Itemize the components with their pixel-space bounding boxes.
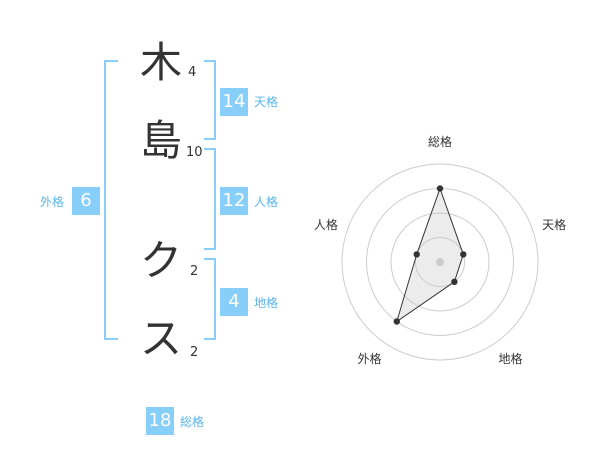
radar-axis-label-4: 外格 — [357, 351, 381, 366]
name-char-2: 島 — [140, 116, 183, 165]
chikaku-bracket — [204, 258, 216, 340]
soukaku-label: 総格 — [180, 415, 205, 429]
stroke-count-2: 10 — [186, 145, 203, 160]
radar-axis-label-3: 地格 — [498, 351, 522, 366]
radar-axis-label-1: 総格 — [428, 134, 452, 149]
radar-point-4 — [393, 318, 400, 325]
name-char-4: ス — [140, 314, 183, 363]
chikaku-label: 地格 — [254, 296, 279, 310]
name-char-3: ク — [140, 236, 183, 285]
stroke-count-3: 2 — [190, 264, 199, 279]
radar-point-3 — [451, 278, 458, 285]
tenkaku-bracket — [204, 60, 216, 140]
gaikaku-label: 外格 — [40, 195, 65, 209]
tenkaku-label: 天格 — [254, 95, 279, 109]
radar-axis-label-5: 人格 — [314, 217, 338, 232]
radar-point-2 — [460, 251, 467, 258]
stroke-count-1: 4 — [188, 65, 197, 80]
gaikaku-bracket — [104, 60, 118, 340]
radar-center-dot — [436, 258, 444, 266]
radar-grid-ring — [341, 163, 539, 361]
jinkaku-value: 12 — [220, 187, 248, 215]
stroke-count-4: 2 — [190, 345, 199, 360]
tenkaku-value: 14 — [220, 88, 248, 116]
radar-series-area — [395, 187, 464, 323]
soukaku-value: 18 — [146, 407, 174, 435]
radar-point-1 — [436, 185, 444, 192]
jinkaku-bracket — [204, 148, 216, 250]
name-char-1: 木 — [140, 38, 183, 87]
jinkaku-label: 人格 — [254, 195, 279, 209]
radar-grid-ring — [415, 237, 465, 287]
radar-point-5 — [413, 251, 420, 258]
radar-grid-ring — [390, 212, 490, 312]
radar-axis-label-2: 天格 — [542, 217, 566, 232]
gaikaku-value: 6 — [72, 187, 100, 215]
chikaku-value: 4 — [220, 288, 248, 316]
